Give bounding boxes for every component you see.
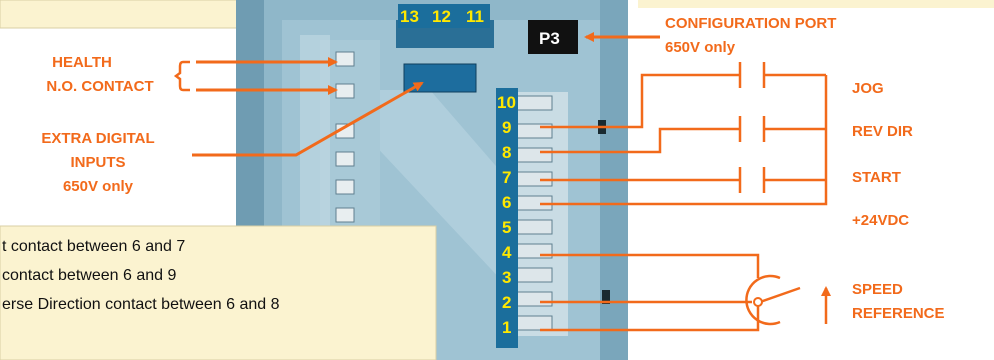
supply-label: +24VDC [852, 212, 909, 229]
terminal-1: 1 [502, 318, 511, 337]
health-label: HEALTH [52, 54, 112, 71]
note-line-1: t contact between 6 and 7 [2, 238, 185, 255]
speed-ref-line2: REFERENCE [852, 305, 945, 322]
rev-dir-label: REV DIR [852, 123, 913, 140]
switch-wiring [540, 62, 828, 206]
extra-inputs-line2: INPUTS [70, 154, 125, 171]
config-port-note: 650V only [665, 39, 736, 56]
extra-inputs-arrow [192, 81, 424, 157]
terminal-3: 3 [502, 268, 511, 287]
jog-label: JOG [852, 80, 884, 97]
right-terminal-strip [511, 92, 610, 336]
terminal-4: 4 [502, 243, 512, 262]
p3-label: P3 [539, 29, 560, 48]
terminal-11: 11 [466, 7, 484, 26]
p3-port [528, 20, 578, 54]
terminal-13: 13 [400, 7, 419, 26]
extra-inputs-line1: EXTRA DIGITAL [41, 130, 154, 147]
terminal-6: 6 [502, 193, 511, 212]
start-label: START [852, 169, 901, 186]
health-bracket [173, 60, 190, 92]
health-contact-group: HEALTH N.O. CONTACT [46, 54, 338, 95]
pot-wiper-dot [753, 297, 763, 307]
terminal-2: 2 [502, 293, 511, 312]
top-terminal-numbers: 13 12 11 [398, 4, 490, 28]
health-contact-label: N.O. CONTACT [46, 78, 153, 95]
extra-inputs-group: EXTRA DIGITAL INPUTS 650V only [41, 81, 424, 195]
terminal-numbers: 10 9 8 7 6 5 4 3 2 1 [497, 93, 516, 337]
note-line-3: erse Direction contact between 6 and 8 [2, 296, 280, 313]
terminal-number-column [496, 88, 518, 348]
terminal-9: 9 [502, 118, 511, 137]
speed-ref-line1: SPEED [852, 281, 903, 298]
speed-reference-pot [540, 253, 831, 332]
extra-inputs-line3: 650V only [63, 178, 134, 195]
terminal-10: 10 [497, 93, 516, 112]
terminal-5: 5 [502, 218, 511, 237]
top-right-note-box [638, 0, 994, 8]
terminal-8: 8 [502, 143, 511, 162]
note-line-2: contact between 6 and 9 [2, 267, 176, 284]
terminal-7: 7 [502, 168, 511, 187]
terminal-12: 12 [432, 7, 451, 26]
note-box: t contact between 6 and 7 contact betwee… [0, 225, 437, 360]
config-port-label: CONFIGURATION PORT [665, 15, 836, 32]
